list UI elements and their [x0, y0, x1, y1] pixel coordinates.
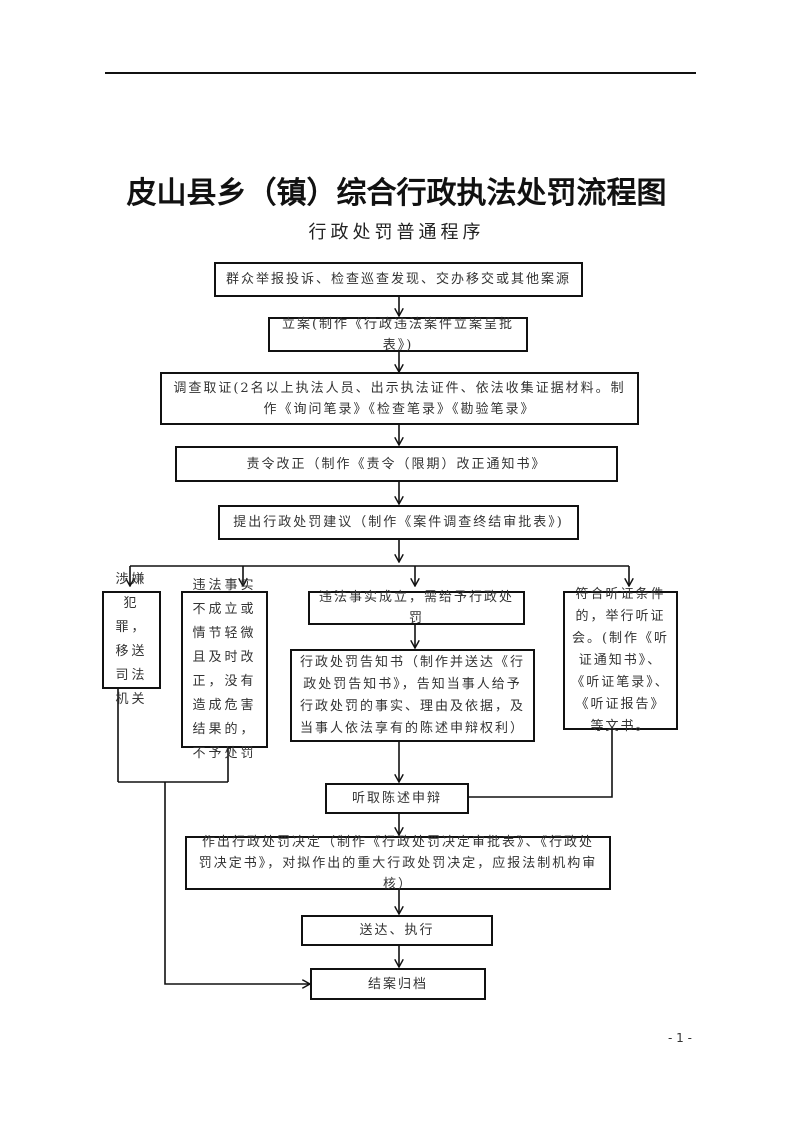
- step-archive-text: 结案归档: [367, 976, 428, 992]
- page-number: - 1 -: [668, 1031, 692, 1045]
- branch-hearing-box: 符合听证条件的，举行听证会。(制作《听证通知书》、《听证笔录》、《听证报告》等文…: [563, 587, 678, 734]
- step-source-text: 群众举报投诉、检查巡查发现、交办移交或其他案源: [225, 272, 571, 287]
- step-archive-box: 结案归档: [310, 968, 486, 1000]
- step-rectify-text: 责令改正（制作《责令（限期）改正通知书》: [246, 456, 547, 472]
- step-delivery-text: 送达、执行: [359, 923, 435, 938]
- header-rule: [105, 72, 696, 74]
- step-rectify-box: 责令改正（制作《责令（限期）改正通知书》: [175, 446, 618, 482]
- branch-penalty-box: 违法事实成立，需给予行政处罚: [308, 590, 525, 626]
- branch-criminal-box: 涉嫌犯罪，移送司法机关: [102, 572, 161, 707]
- step-filing-text: 立案(制作《行政违法案件立案呈批表》): [281, 316, 515, 353]
- branch-hearing-text: 符合听证条件的，举行听证会。(制作《听证通知书》、《听证笔录》、《听证报告》等文…: [571, 586, 670, 734]
- step-statement-text: 听取陈述申辩: [351, 791, 442, 806]
- step-proposal-text: 提出行政处罚建议（制作《案件调查终结审批表》): [233, 515, 564, 530]
- step-decision-text: 作出行政处罚决定（制作《行政处罚决定审批表》、《行政处罚决定书》，对拟作出的重大…: [198, 834, 598, 892]
- step-notice-text: 行政处罚告知书（制作并送达《行政处罚告知书》，告知当事人给予行政处罚的事实、理由…: [300, 654, 526, 736]
- branch-criminal-text: 涉嫌犯罪，移送司法机关: [115, 572, 148, 707]
- step-delivery-box: 送达、执行: [301, 915, 493, 946]
- step-investigation-text: 调查取证(2名以上执法人员、出示执法证件、依法收集证据材料。制作《询问笔录》《检…: [173, 380, 626, 417]
- step-decision-box: 作出行政处罚决定（制作《行政处罚决定审批表》、《行政处罚决定书》，对拟作出的重大…: [185, 835, 611, 892]
- step-notice-box: 行政处罚告知书（制作并送达《行政处罚告知书》，告知当事人给予行政处罚的事实、理由…: [290, 649, 535, 742]
- step-statement-box: 听取陈述申辩: [325, 783, 469, 814]
- branch-no-penalty-box: 违法事实不成立或情节轻微且及时改正，没有造成危害结果的，不予处罚: [181, 578, 268, 761]
- branch-penalty-text: 违法事实成立，需给予行政处罚: [318, 590, 514, 626]
- step-filing-box: 立案(制作《行政违法案件立案呈批表》): [268, 317, 528, 353]
- step-investigation-box: 调查取证(2名以上执法人员、出示执法证件、依法收集证据材料。制作《询问笔录》《检…: [160, 372, 639, 425]
- step-source-box: 群众举报投诉、检查巡查发现、交办移交或其他案源: [214, 262, 583, 297]
- branch-no-penalty-text: 违法事实不成立或情节轻微且及时改正，没有造成危害结果的，不予处罚: [192, 577, 257, 761]
- step-proposal-box: 提出行政处罚建议（制作《案件调查终结审批表》): [218, 505, 579, 540]
- document-title: 皮山县乡（镇）综合行政执法处罚流程图: [126, 176, 667, 211]
- document-subtitle: 行政处罚普通程序: [308, 222, 485, 243]
